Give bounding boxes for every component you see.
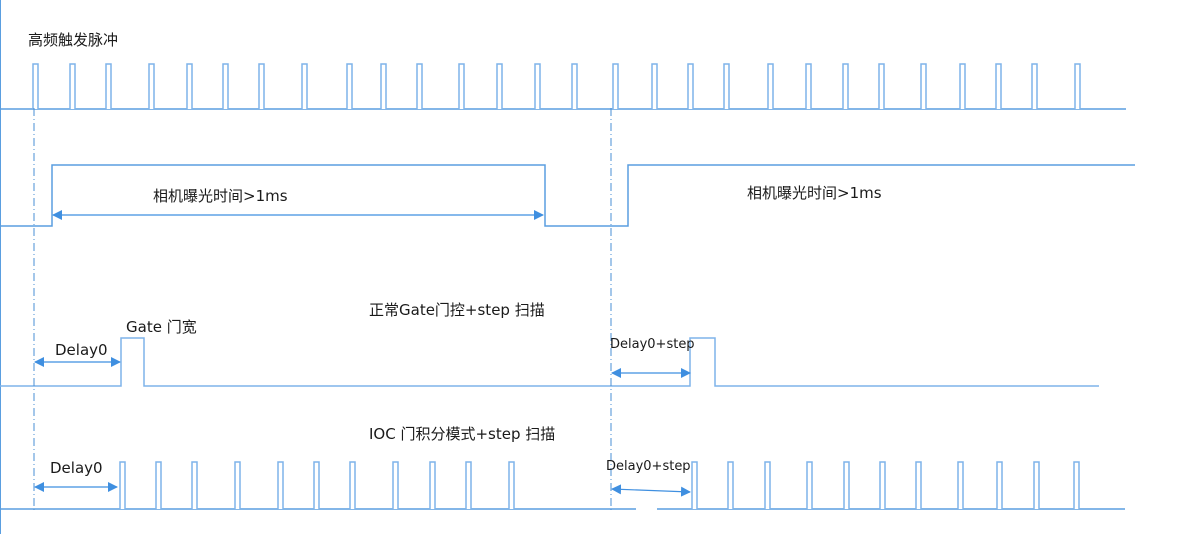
ioc-pulse [915,461,922,509]
pulse [148,63,155,109]
ioc-delay-step-label: Delay0+step [606,459,691,474]
pulse [1074,63,1081,109]
ioc-pulse [1073,461,1080,509]
ioc-pulse [429,461,436,509]
pulse [301,63,308,109]
pulse [805,63,812,109]
ioc-delay0-label: Delay0 [50,459,103,477]
ioc-pulse [996,461,1003,509]
exposure-label-2: 相机曝光时间>1ms [747,184,882,202]
pulse [651,63,658,109]
pulse [920,63,927,109]
gate-mode-title: 正常Gate门控+step 扫描 [369,301,545,319]
ioc-pulse [277,461,284,509]
ioc-pulse [392,461,399,509]
ioc-pulse [465,461,472,509]
gate-delay-step-label: Delay0+step [610,337,695,352]
ioc-pulse [119,461,126,509]
pulse [959,63,966,109]
pulse [842,63,849,109]
gate-width-label: Gate 门宽 [126,318,197,336]
pulse [496,63,503,109]
gate-signal [0,337,1099,387]
pulse [416,63,423,109]
pulse [380,63,387,109]
trigger-title-label: 高频触发脉冲 [28,31,119,49]
ioc-pulse [349,461,356,509]
pulse [186,63,193,109]
ioc-signal [0,461,1125,510]
pulse [767,63,774,109]
pulse [32,63,39,109]
ioc-pulse [879,461,886,509]
pulse [1031,63,1038,109]
pulse [222,63,229,109]
pulse [534,63,541,109]
pulse [458,63,465,109]
ioc-pulse [191,461,198,509]
gate-waveform [0,337,1099,387]
exposure-label-1: 相机曝光时间>1ms [153,187,288,205]
pulse [687,63,694,109]
pulse [105,63,112,109]
ioc-pulse [957,461,964,509]
pulse [69,63,76,109]
ioc-pulse [843,461,850,509]
gate-delay0-label: Delay0 [55,341,108,359]
ioc-delay-step-arrow [611,484,691,497]
sync-guide-lines [33,108,612,512]
ioc-pulse [1033,461,1040,509]
ioc-pulse [234,461,241,509]
ioc-pulse [691,461,698,509]
pulse [995,63,1002,109]
dimension-arrows [34,210,691,497]
pulse [258,63,265,109]
ioc-pulse [764,461,771,509]
ioc-mode-title: IOC 门积分模式+step 扫描 [369,425,556,443]
pulse [571,63,578,109]
pulse [612,63,619,109]
trigger-pulse-train [0,63,1126,110]
ioc-pulse [313,461,320,509]
pulse [878,63,885,109]
ioc-pulse [806,461,813,509]
ioc-pulse [727,461,734,509]
ioc-pulse [508,461,515,509]
pulse [723,63,730,109]
pulse [346,63,353,109]
ioc-pulse [155,461,162,509]
